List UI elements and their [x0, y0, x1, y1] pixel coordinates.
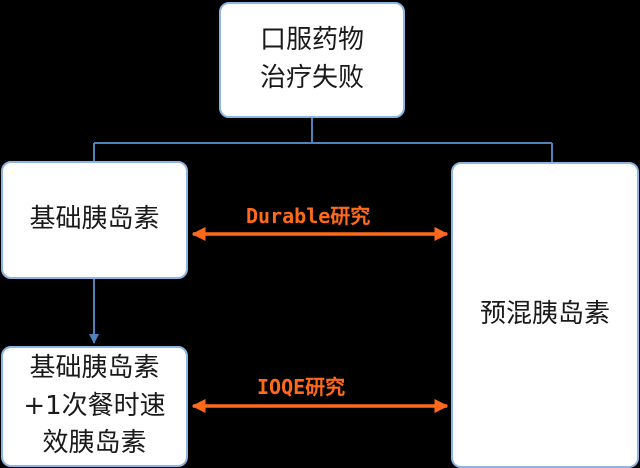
oral-drug-failure-box: 口服药物 治疗失败 — [219, 2, 405, 118]
ioqe-study-label: IOQE研究 — [257, 375, 346, 399]
box-text-line: 预混胰岛素 — [479, 299, 610, 330]
box-text-line: 基础胰岛素 — [29, 352, 160, 383]
box-text-line: 治疗失败 — [259, 63, 364, 93]
box-text-line: +1次餐时速 — [23, 390, 166, 421]
box-text-line: 口服药物 — [259, 25, 364, 56]
durable-study-label: Durable研究 — [246, 204, 371, 228]
basal-bolus-insulin-box: 基础胰岛素 +1次餐时速 效胰岛素 — [1, 346, 188, 467]
box-text-line: 效胰岛素 — [42, 428, 147, 459]
tree-connector — [93, 118, 553, 162]
premixed-insulin-box: 预混胰岛素 — [451, 162, 639, 468]
basal-insulin-box: 基础胰岛素 — [1, 161, 188, 279]
box-text-line: 基础胰岛素 — [29, 204, 160, 235]
